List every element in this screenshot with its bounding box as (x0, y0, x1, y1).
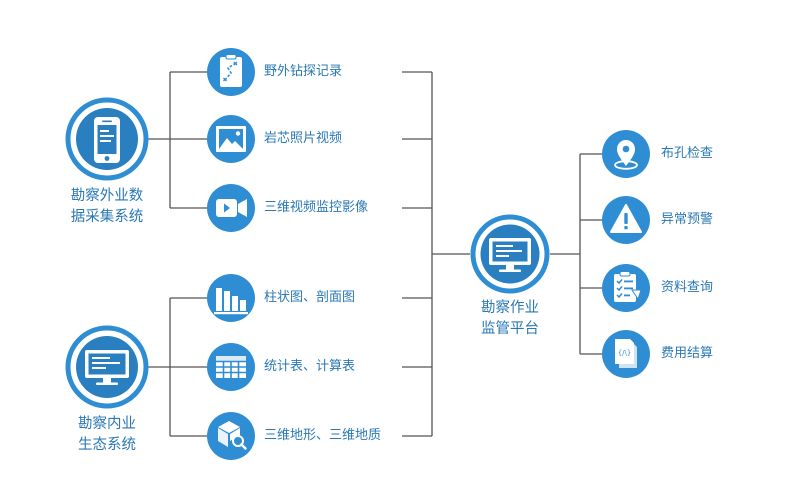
clipboard-route-icon (220, 54, 242, 87)
supervision-platform-title-line1: 勘察作业 (481, 300, 539, 316)
label-3d-terrain-geology: 三维地形、三维地质 (264, 428, 382, 443)
connector-lines (146, 71, 602, 437)
warning-icon (610, 204, 642, 233)
table-icon (216, 356, 246, 378)
label-hole-layout-check: 布孔检查 (661, 146, 714, 161)
label-document-query: 资料查询 (661, 280, 714, 295)
smartphone-icon (94, 117, 120, 163)
monitor-icon (489, 238, 531, 272)
node-3d-video-monitoring[interactable] (207, 184, 255, 232)
node-3d-terrain-geology[interactable] (207, 412, 255, 460)
node-column-section-chart[interactable] (207, 274, 255, 322)
node-field-drilling-record[interactable] (207, 48, 255, 96)
invoice-icon: {/\} (615, 339, 637, 368)
office-ecosystem-title-line2: 生态系统 (78, 437, 136, 453)
checklist-icon (614, 271, 642, 302)
node-field-data-system[interactable] (65, 97, 149, 181)
node-supervision-platform[interactable] (470, 214, 550, 294)
image-icon (216, 126, 246, 152)
supervision-platform-title-line2: 监管平台 (481, 321, 539, 337)
label-core-photo-video: 岩芯照片视频 (264, 131, 343, 146)
node-document-query[interactable] (602, 264, 650, 312)
node-statistics-tables[interactable] (207, 343, 255, 391)
label-anomaly-warning: 异常预警 (661, 212, 714, 227)
node-anomaly-warning[interactable] (602, 196, 650, 244)
node-hole-layout-check[interactable] (602, 130, 650, 178)
bar-chart-icon (214, 288, 248, 315)
cube-search-icon (218, 421, 247, 450)
node-cost-settlement[interactable]: {/\} (602, 330, 650, 378)
label-field-drilling-record: 野外钻探记录 (264, 64, 343, 79)
node-office-ecosystem[interactable] (65, 325, 149, 409)
field-data-system-title-line1: 勘察外业数 (70, 188, 144, 204)
field-data-system-title-line2: 据采集系统 (70, 209, 144, 225)
label-3d-video-monitoring: 三维视频监控影像 (264, 200, 369, 215)
label-cost-settlement: 费用结算 (661, 346, 714, 361)
office-ecosystem-title: 勘察内业 生态系统 (57, 414, 157, 456)
node-core-photo-video[interactable] (207, 115, 255, 163)
office-ecosystem-title-line1: 勘察内业 (78, 416, 136, 432)
supervision-platform-title: 勘察作业 监管平台 (460, 298, 560, 340)
label-column-section-chart: 柱状图、剖面图 (264, 290, 356, 305)
svg-text:{/\}: {/\} (618, 349, 632, 357)
monitor-icon (85, 350, 129, 385)
video-camera-icon (216, 199, 247, 217)
field-data-system-title: 勘察外业数 据采集系统 (57, 186, 157, 228)
map-pin-icon (614, 140, 638, 170)
label-statistics-tables: 统计表、计算表 (264, 359, 356, 374)
